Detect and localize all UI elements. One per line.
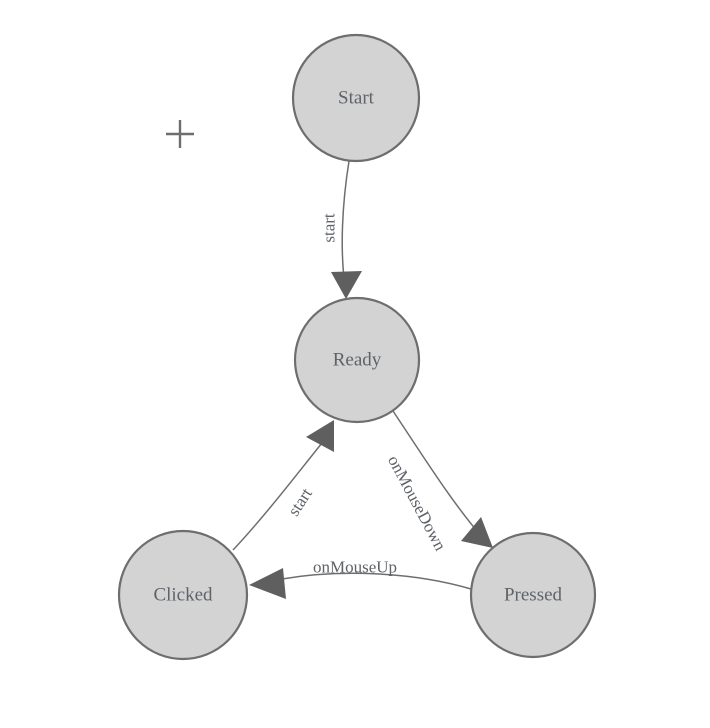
arrowhead-ready-to-pressed — [461, 517, 493, 548]
node-clicked-label: Clicked — [153, 585, 213, 606]
node-start[interactable]: Start — [291, 33, 421, 163]
node-clicked[interactable]: Clicked — [117, 529, 249, 661]
node-ready-shape — [293, 296, 421, 424]
edge-label-clicked-to-ready: start — [284, 484, 316, 519]
edge-pressed-to-clicked[interactable]: onMouseUp — [249, 558, 472, 600]
edge-path-start-to-ready — [341, 160, 350, 287]
arrowhead-start-to-ready — [331, 271, 362, 299]
node-pressed[interactable]: Pressed — [469, 531, 597, 659]
edge-clicked-to-ready[interactable]: start — [232, 420, 334, 551]
edge-path-clicked-to-ready — [232, 442, 323, 551]
edge-ready-to-pressed[interactable]: onMouseDown — [384, 410, 493, 554]
node-pressed-shape — [469, 531, 597, 659]
node-ready[interactable]: Ready — [293, 296, 421, 424]
edge-path-ready-to-pressed — [392, 410, 484, 539]
edge-start-to-ready[interactable]: start — [320, 160, 363, 299]
edge-label-ready-to-pressed: onMouseDown — [384, 452, 450, 554]
edge-label-pressed-to-clicked: onMouseUp — [313, 558, 397, 577]
node-start-shape — [291, 33, 421, 163]
node-start-label: Start — [338, 88, 375, 109]
edge-label-start-to-ready: start — [320, 213, 339, 243]
edge-path-pressed-to-clicked — [281, 572, 472, 590]
arrowhead-pressed-to-clicked — [249, 568, 286, 599]
node-pressed-label: Pressed — [504, 585, 563, 606]
node-ready-label: Ready — [333, 350, 382, 371]
node-clicked-shape — [117, 529, 249, 661]
arrowhead-clicked-to-ready — [306, 420, 334, 452]
crosshair-icon — [166, 120, 194, 148]
